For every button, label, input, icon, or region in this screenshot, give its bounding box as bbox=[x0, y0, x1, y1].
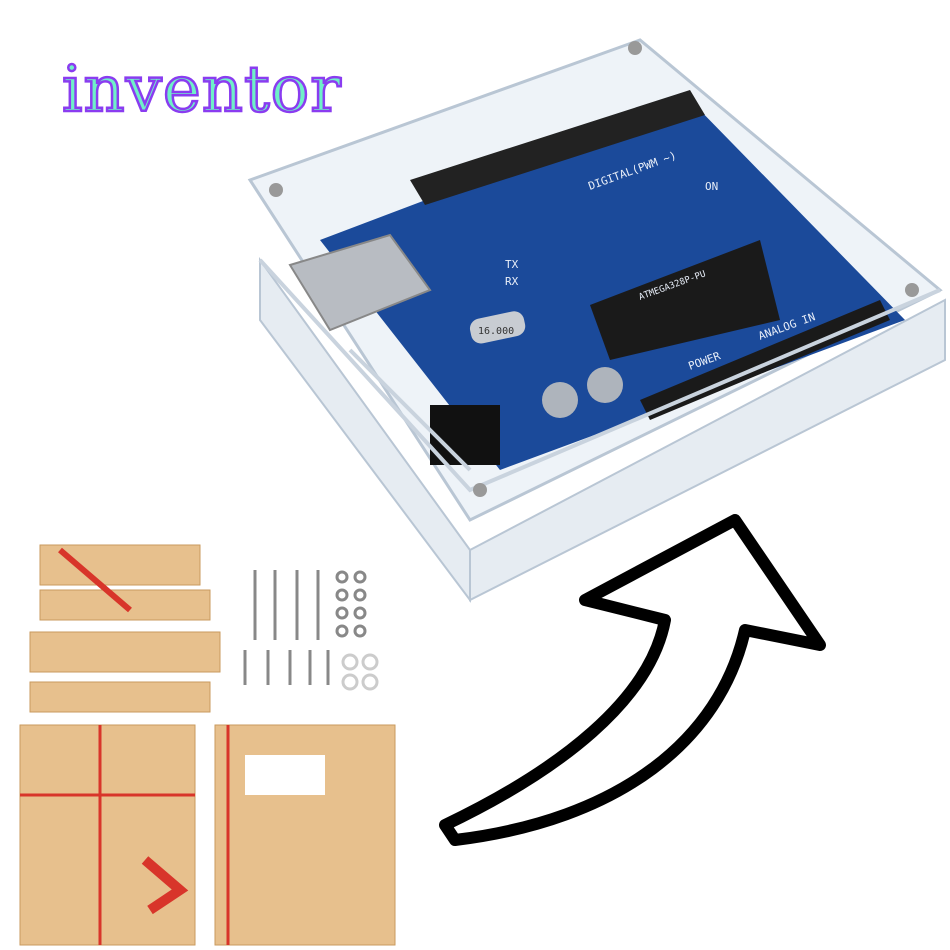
screw bbox=[905, 283, 919, 297]
screw bbox=[628, 41, 642, 55]
acrylic-parts bbox=[19, 544, 396, 946]
screws-and-nuts bbox=[243, 570, 379, 691]
arduino-board: DIGITAL(PWM ~) ANALOG IN POWER ON TX RX … bbox=[288, 90, 905, 470]
curved-arrow-icon bbox=[439, 514, 826, 846]
screw bbox=[473, 483, 487, 497]
case-walls bbox=[258, 258, 941, 493]
rx-label: RX bbox=[505, 275, 519, 288]
crystal-label: 16.000 bbox=[478, 326, 514, 337]
on-label: ON bbox=[705, 180, 718, 193]
brand-logo: inventor bbox=[61, 53, 342, 127]
screw bbox=[269, 183, 283, 197]
tx-label: TX bbox=[505, 258, 519, 271]
